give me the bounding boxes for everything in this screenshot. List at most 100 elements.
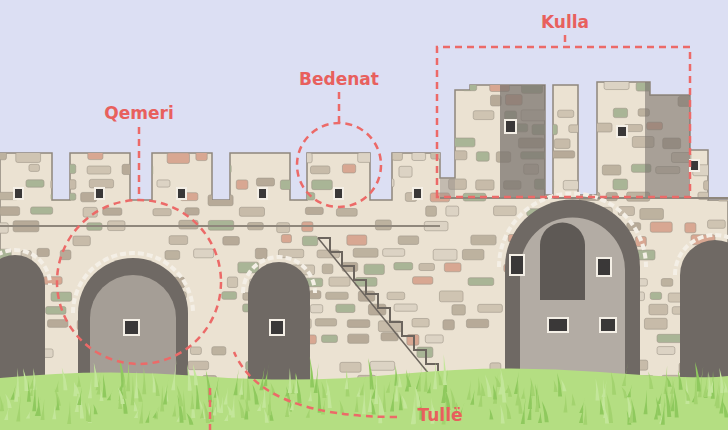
grass-blade	[145, 410, 150, 423]
stone	[384, 95, 396, 103]
grass-blade	[438, 371, 443, 386]
stone	[163, 123, 187, 131]
grass-blade	[521, 396, 526, 424]
stone	[430, 82, 451, 91]
stone	[46, 307, 66, 315]
stone	[47, 125, 58, 135]
stone	[111, 124, 122, 133]
grass-blade	[14, 376, 19, 401]
callout-box	[437, 47, 690, 197]
stone	[406, 95, 425, 104]
grass-blade	[37, 396, 41, 416]
grass-blade	[306, 402, 312, 417]
grass-blade	[163, 375, 169, 404]
stone	[310, 305, 322, 313]
grass-blade	[77, 375, 81, 387]
grass-blade	[417, 360, 423, 391]
stone	[0, 124, 10, 131]
grass-blade	[257, 400, 263, 411]
grass-blade	[724, 381, 728, 393]
grass-blade	[500, 367, 505, 393]
stone	[188, 361, 209, 369]
grass-blade	[600, 398, 604, 414]
stone	[144, 81, 168, 91]
grass-blade	[0, 395, 4, 411]
stone	[51, 292, 72, 301]
grass-blade	[252, 384, 259, 404]
stone	[563, 180, 578, 189]
stone	[0, 151, 6, 159]
stone	[452, 305, 465, 315]
grass-blade	[88, 378, 92, 398]
stone	[203, 82, 220, 90]
stone	[387, 292, 405, 299]
grass-blade	[656, 397, 661, 416]
grass-blade	[239, 377, 243, 395]
stone	[394, 304, 417, 311]
grass-blade	[177, 385, 183, 406]
stone	[252, 110, 266, 121]
stone	[661, 279, 672, 287]
grass-blade	[134, 371, 138, 398]
stone	[340, 362, 361, 372]
stone	[336, 304, 355, 312]
grass-blade	[171, 359, 176, 390]
windows	[14, 120, 699, 335]
stone	[157, 180, 170, 187]
stone	[554, 139, 570, 149]
stone	[417, 347, 433, 357]
grass-blade	[374, 372, 378, 404]
stone	[358, 111, 368, 121]
stone	[342, 164, 355, 173]
grass-blade	[678, 370, 683, 390]
stone	[708, 94, 728, 102]
grass-blade	[557, 373, 562, 397]
grass-blade	[538, 412, 542, 423]
grass-blade	[214, 377, 219, 398]
stone	[426, 206, 437, 216]
grass-blade	[399, 392, 403, 410]
stone	[245, 97, 269, 105]
grass-blade	[62, 368, 68, 391]
grass-blade	[515, 382, 519, 406]
stone	[82, 108, 96, 116]
stone	[278, 83, 293, 93]
stone	[602, 165, 620, 175]
grass-blade	[160, 385, 164, 411]
part-label: Qemeri	[104, 104, 173, 123]
grass-blade	[694, 376, 698, 404]
grass-blade	[629, 398, 634, 423]
grass-blade	[29, 372, 34, 389]
grass-blade	[131, 376, 135, 406]
grass-blade	[528, 379, 532, 409]
stone	[88, 151, 103, 159]
grass-blade	[356, 387, 360, 397]
stone	[225, 95, 241, 106]
stone	[0, 138, 24, 146]
stone	[657, 347, 675, 355]
grass-blade	[467, 380, 471, 400]
stone	[299, 153, 313, 163]
grass-blade	[107, 389, 113, 400]
grass-blade	[603, 406, 609, 424]
stone	[0, 96, 19, 107]
stone	[370, 361, 395, 370]
grass-blade	[318, 383, 322, 413]
grass-blade	[443, 354, 447, 385]
grass-blade	[85, 402, 90, 421]
stone	[310, 166, 329, 174]
grass-blade	[368, 385, 372, 412]
stone	[724, 80, 728, 88]
grass-blade	[583, 404, 587, 425]
stone	[73, 236, 90, 246]
stone	[212, 164, 231, 173]
stone	[279, 96, 305, 104]
stone	[613, 179, 628, 190]
stone	[347, 320, 369, 328]
grass-blade	[674, 386, 679, 418]
stair-rail	[318, 238, 438, 385]
grass-blade	[200, 407, 204, 419]
stone	[131, 122, 151, 131]
leader-line	[338, 92, 341, 123]
